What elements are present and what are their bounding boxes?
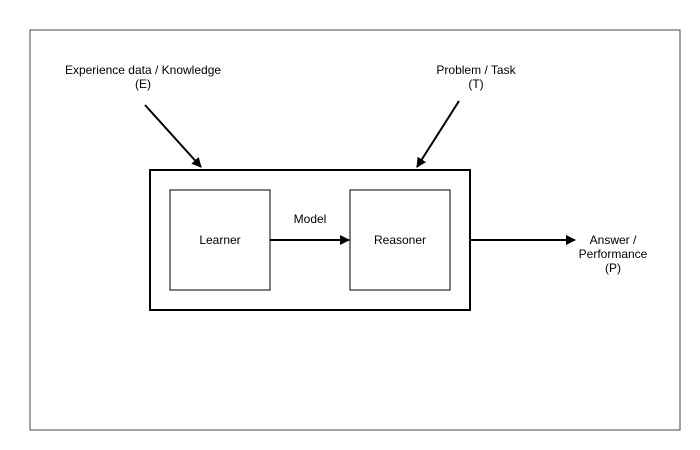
experience-arrow bbox=[144, 104, 202, 168]
problem-label: Problem / Task (T) bbox=[416, 63, 536, 91]
answer-label: Answer / Performance (P) bbox=[563, 233, 663, 275]
learner-label-text: Learner bbox=[199, 233, 241, 247]
answer-label-line2: Performance bbox=[578, 247, 648, 261]
reasoner-box bbox=[349, 189, 451, 291]
model-label-text: Model bbox=[293, 212, 327, 226]
problem-label-line1: Problem / Task bbox=[436, 63, 516, 77]
reasoner-label-text: Reasoner bbox=[373, 233, 427, 247]
experience-label-line2: (E) bbox=[135, 77, 151, 91]
model-label: Model bbox=[275, 212, 345, 226]
experience-label: Experience data / Knowledge (E) bbox=[43, 63, 243, 91]
answer-label-line3: (P) bbox=[605, 261, 621, 275]
answer-label-line1: Answer / bbox=[589, 233, 637, 247]
reasoner-label: Reasoner bbox=[350, 233, 450, 247]
learner-label: Learner bbox=[170, 233, 270, 247]
outer-frame bbox=[29, 29, 681, 431]
learner-box bbox=[169, 189, 271, 291]
problem-arrow bbox=[416, 100, 460, 168]
problem-label-line2: (T) bbox=[468, 77, 484, 91]
experience-label-line1: Experience data / Knowledge bbox=[64, 63, 222, 77]
